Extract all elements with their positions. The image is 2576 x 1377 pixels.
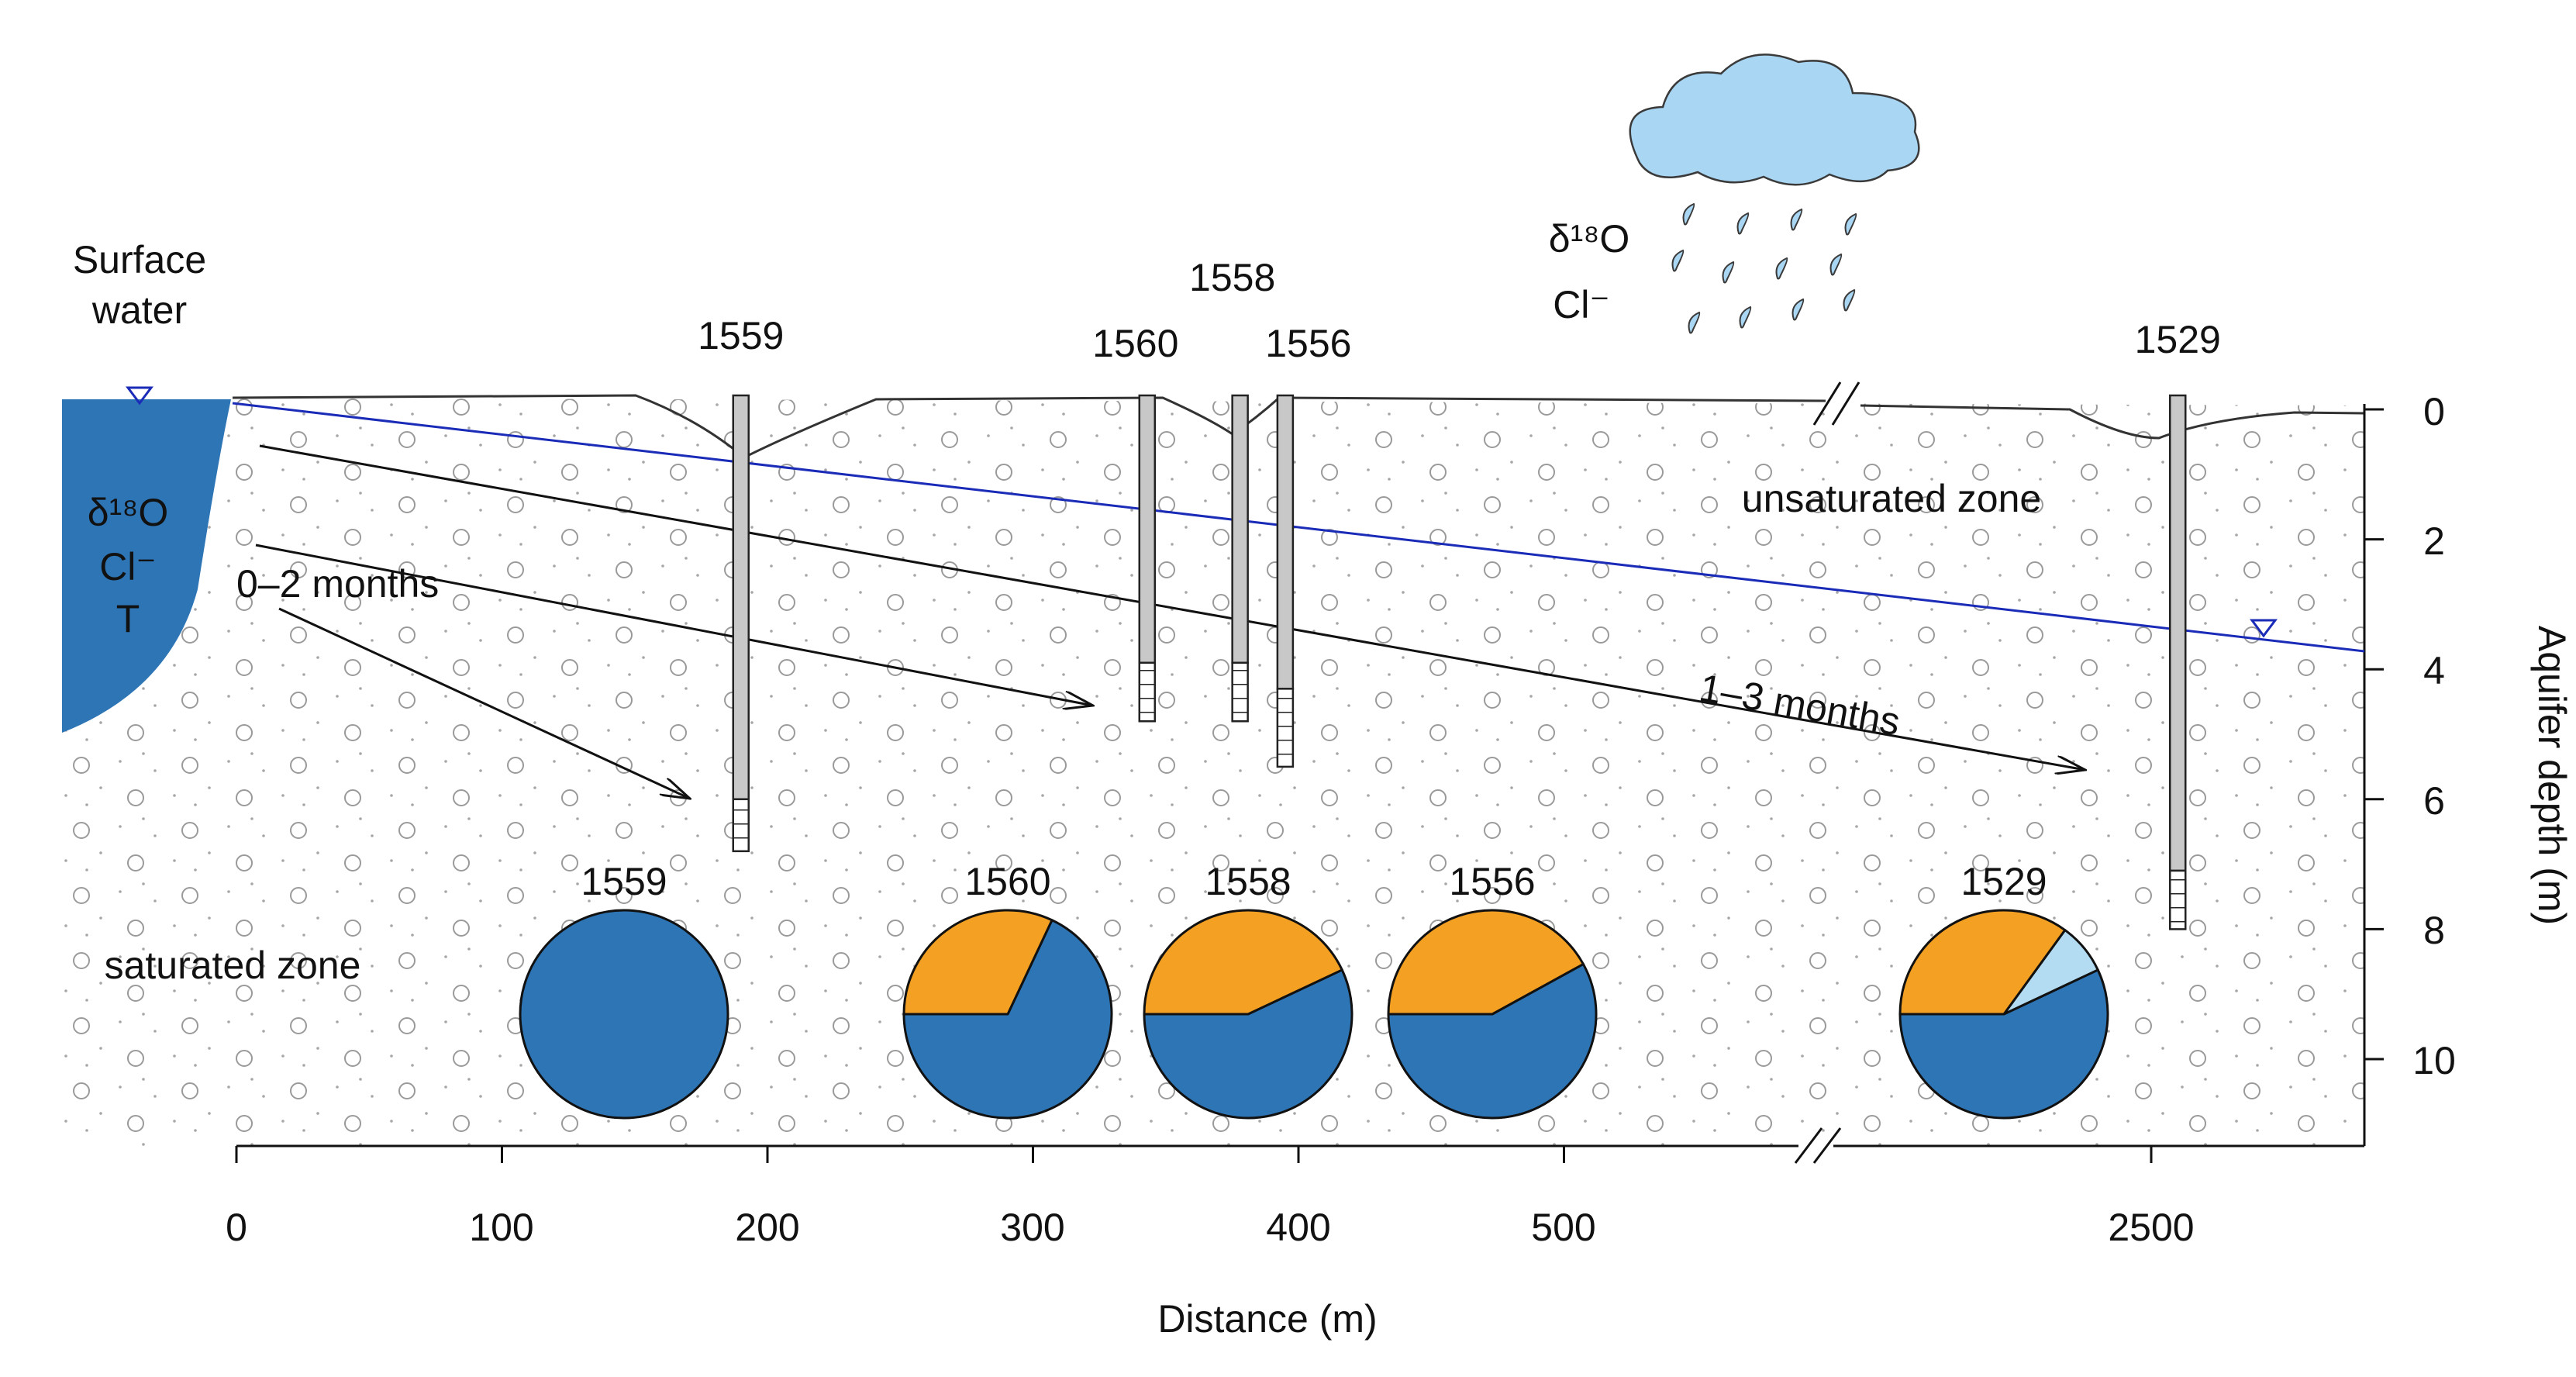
pie-slice-groundwater: [1387, 909, 1585, 1016]
well-casing: [1276, 394, 1295, 690]
x-tick-label: 100: [469, 1206, 533, 1249]
rain-tracer-cl: Cl⁻: [1553, 283, 1610, 326]
well-casing: [732, 394, 750, 801]
surface-water-label-line1: Surface: [73, 238, 206, 281]
well-1560: 1560: [1092, 322, 1178, 723]
well-screen: [1138, 661, 1157, 723]
x-tick-marks: [235, 1146, 2153, 1163]
surface-water-label-line2: water: [91, 288, 187, 332]
pie-slice-groundwater: [902, 909, 1054, 1016]
pie-slice-groundwater: [1143, 909, 1343, 1016]
x-tick-label: 300: [1000, 1206, 1064, 1249]
pie-1560: 1560: [902, 860, 1113, 1120]
well-1556: 1556: [1265, 322, 1351, 768]
well-1559: 1559: [698, 314, 784, 853]
pie-slice-surface: [1898, 968, 2109, 1120]
water-table-line: [232, 402, 2365, 653]
y-tick-label: 6: [2423, 779, 2445, 823]
flow-arrow-mid: [255, 544, 1093, 706]
pie-slice-surface: [519, 909, 729, 1120]
surface-water-body: [62, 399, 231, 733]
surface-tracer-t: T: [116, 597, 140, 640]
pie-label: 1560: [964, 860, 1050, 903]
flow-arrow-deep: [278, 607, 690, 799]
pie-label: 1559: [581, 860, 667, 903]
well-label: 1529: [2135, 318, 2221, 361]
flow-lines: [255, 444, 2085, 799]
well-casing: [1138, 394, 1157, 664]
surface-tracer-cl: Cl⁻: [99, 545, 157, 588]
cloud-icon: [1629, 53, 1920, 186]
wells: 1559 1560 1558 1556 1529: [698, 256, 2221, 930]
x-axis-label: Distance (m): [1157, 1297, 1377, 1341]
rain-tracer-o18: δ¹⁸O: [1549, 217, 1629, 261]
well-label: 1559: [698, 314, 784, 357]
pie-slice-surface: [1143, 968, 1354, 1120]
pie-charts: 1559 1560 1558 1556 1529: [519, 860, 2109, 1120]
x-tick-labels: 0 100 200 300 400 500 2500: [226, 1206, 2195, 1249]
well-1558: 1558: [1189, 256, 1275, 723]
y-tick-labels: 0 2 4 6 8 10: [2412, 390, 2456, 1082]
y-tick-marks: [2364, 408, 2384, 1061]
well-screen: [1231, 661, 1249, 723]
pie-label: 1529: [1960, 860, 2047, 903]
pie-slice-groundwater: [1898, 909, 2067, 1016]
well-1529: 1529: [2135, 318, 2221, 930]
y-tick-label: 4: [2423, 649, 2445, 692]
well-screen: [2169, 869, 2187, 930]
pie-1529: 1529: [1898, 860, 2109, 1120]
pie-slice-surface: [902, 919, 1113, 1120]
x-tick-label: 2500: [2108, 1206, 2194, 1249]
pie-slice-surface: [1387, 962, 1598, 1120]
pie-label: 1558: [1205, 860, 1291, 903]
raindrops-icon: [1671, 202, 1857, 334]
y-tick-label: 10: [2412, 1039, 2456, 1082]
flow-label-0-2-months: 0–2 months: [236, 562, 439, 606]
surface-tracer-o18: δ¹⁸O: [88, 491, 168, 534]
water-level-symbol: [126, 386, 2278, 638]
y-tick-label: 0: [2423, 390, 2445, 433]
y-tick-label: 8: [2423, 909, 2445, 952]
y-axis-label: Aquifer depth (m): [2530, 626, 2574, 925]
x-tick-label: 500: [1531, 1206, 1595, 1249]
well-casing: [1231, 394, 1249, 664]
pie-1559: 1559: [519, 860, 729, 1120]
well-screen: [732, 798, 750, 853]
well-label: 1560: [1092, 322, 1178, 365]
saturated-zone-label: saturated zone: [105, 944, 361, 987]
axes: [236, 381, 2366, 1164]
pie-1556: 1556: [1387, 860, 1598, 1120]
x-tick-label: 200: [735, 1206, 799, 1249]
x-tick-label: 0: [226, 1206, 247, 1249]
well-label: 1556: [1265, 322, 1351, 365]
pie-1558: 1558: [1143, 860, 1354, 1120]
well-screen: [1276, 688, 1295, 768]
flow-arrow-long: [259, 444, 2085, 770]
well-label: 1558: [1189, 256, 1275, 299]
y-tick-label: 2: [2423, 519, 2445, 563]
x-tick-label: 400: [1266, 1206, 1330, 1249]
well-casing: [2169, 394, 2187, 872]
pie-label: 1556: [1449, 860, 1535, 903]
unsaturated-zone-label: unsaturated zone: [1742, 477, 2041, 520]
